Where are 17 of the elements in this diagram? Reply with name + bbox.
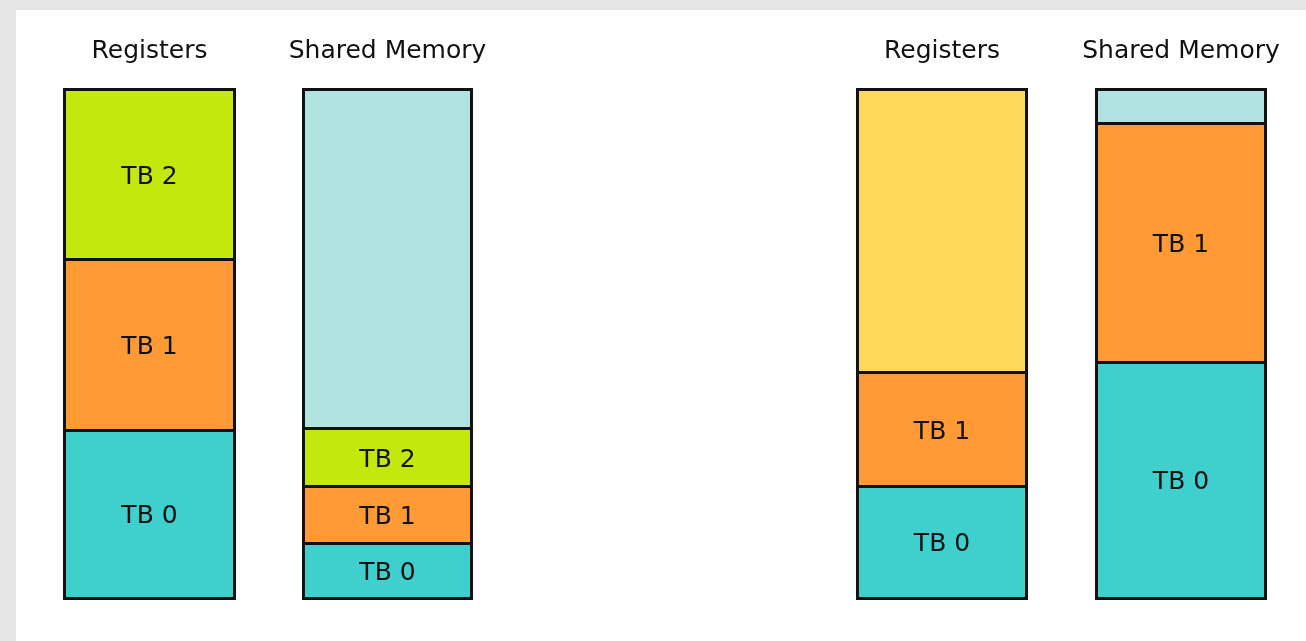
memory-block: TB 1 (305, 485, 470, 543)
column-heading: Registers (883, 35, 1001, 64)
free-space-segment (1098, 91, 1264, 123)
memory-block: TB 0 (859, 485, 1025, 597)
memory-block: TB 1 (66, 258, 233, 430)
memory-block: TB 2 (305, 427, 470, 486)
free-space-segment (305, 91, 470, 428)
memory-block: TB 0 (1098, 361, 1264, 597)
memory-block: TB 2 (66, 91, 233, 259)
free-space-segment (859, 91, 1025, 372)
memory-block: TB 1 (1098, 122, 1264, 362)
memory-block: TB 1 (859, 371, 1025, 486)
memory-block: TB 0 (66, 429, 233, 597)
column-heading: Shared Memory (287, 35, 488, 64)
column-heading: Shared Memory (1081, 35, 1281, 64)
memory-block: TB 0 (305, 542, 470, 597)
column-heading: Registers (90, 35, 209, 64)
